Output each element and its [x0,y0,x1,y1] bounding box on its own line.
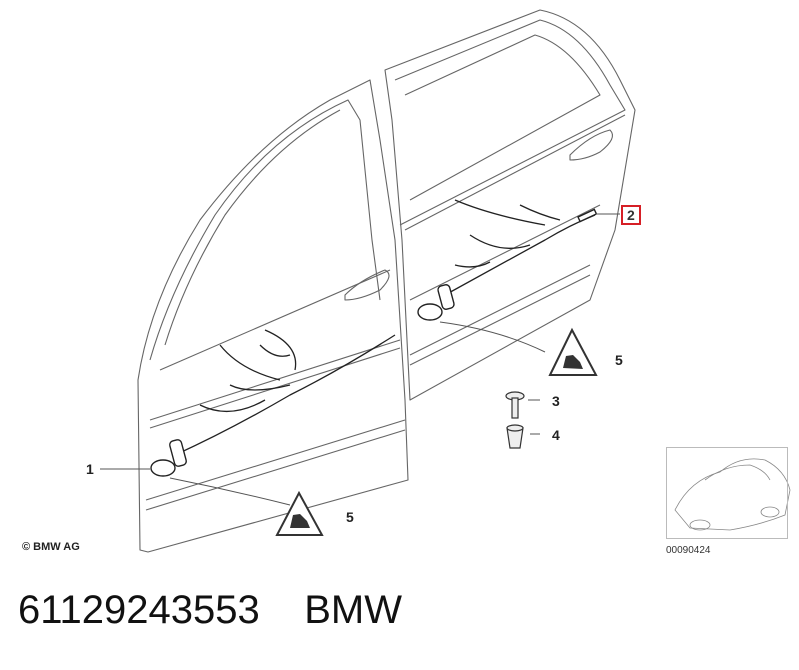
warning-triangle-rear-symbol [563,355,583,369]
rear-door-outline [384,9,636,401]
front-harness-branch-4 [264,329,297,371]
rear-harness-end [577,208,598,223]
front-grommet-bellows [169,439,187,467]
front-grommet [150,459,176,477]
rear-grommet [417,303,443,321]
callout-4: 4 [552,427,560,443]
front-door-trim [149,339,401,421]
thumbnail-wheel-rear [760,506,780,518]
front-harness-branch-2 [199,399,266,413]
warning-triangle-front [275,490,324,536]
rear-harness-main [444,214,596,296]
front-harness-branch-5 [259,344,291,357]
brand-name: BMW [304,588,402,632]
leader-5-rear [439,321,546,353]
callout-5-front: 5 [346,509,354,525]
rear-harness-branch-4 [454,261,491,268]
callout-2-highlighted: 2 [621,205,641,225]
rear-harness-branch-1 [454,199,546,226]
front-door-lower-strip-1 [145,419,406,501]
parts-diagram [100,9,791,553]
callout-5-rear: 5 [615,352,623,368]
callout-3: 3 [552,393,560,409]
rear-door-lower-strip-1 [409,264,591,356]
clip-nut-top [506,424,524,432]
front-harness-main [174,334,396,456]
front-door-inner-frame [149,99,381,361]
rear-door-beltline [404,114,626,231]
rear-door-lower-strip-2 [409,274,591,366]
thumbnail-frame [666,447,788,539]
rear-handle [569,129,613,161]
front-window-line [164,109,341,346]
screw-shank [511,397,519,419]
thumbnail-wheel-front [689,519,711,531]
front-door-beltline [159,269,391,371]
front-door-outline [137,79,409,553]
copyright-label: © BMW AG [22,541,80,553]
callout-1: 1 [86,461,94,477]
warning-triangle-rear [548,327,598,376]
rear-grommet-bellows [437,284,455,310]
thumbnail-code: 00090424 [666,545,711,556]
part-number: 61129243553 [18,588,260,632]
front-harness-branch-1 [229,384,291,391]
front-door-lower-strip-2 [145,429,406,511]
rear-harness-branch-2 [469,234,531,249]
rear-harness-branch-3 [519,204,561,221]
thumbnail-car-window [704,464,771,481]
footer-caption: 61129243553 BMW [18,588,402,633]
front-handle [344,269,390,301]
rear-door-trim [409,204,601,301]
warning-triangle-front-symbol [290,514,310,528]
thumbnail-car [674,458,791,531]
front-harness-branch-3 [219,344,281,381]
rear-door-inner-frame [394,19,626,226]
leader-5-front [169,477,291,506]
rear-window-line [404,34,601,201]
